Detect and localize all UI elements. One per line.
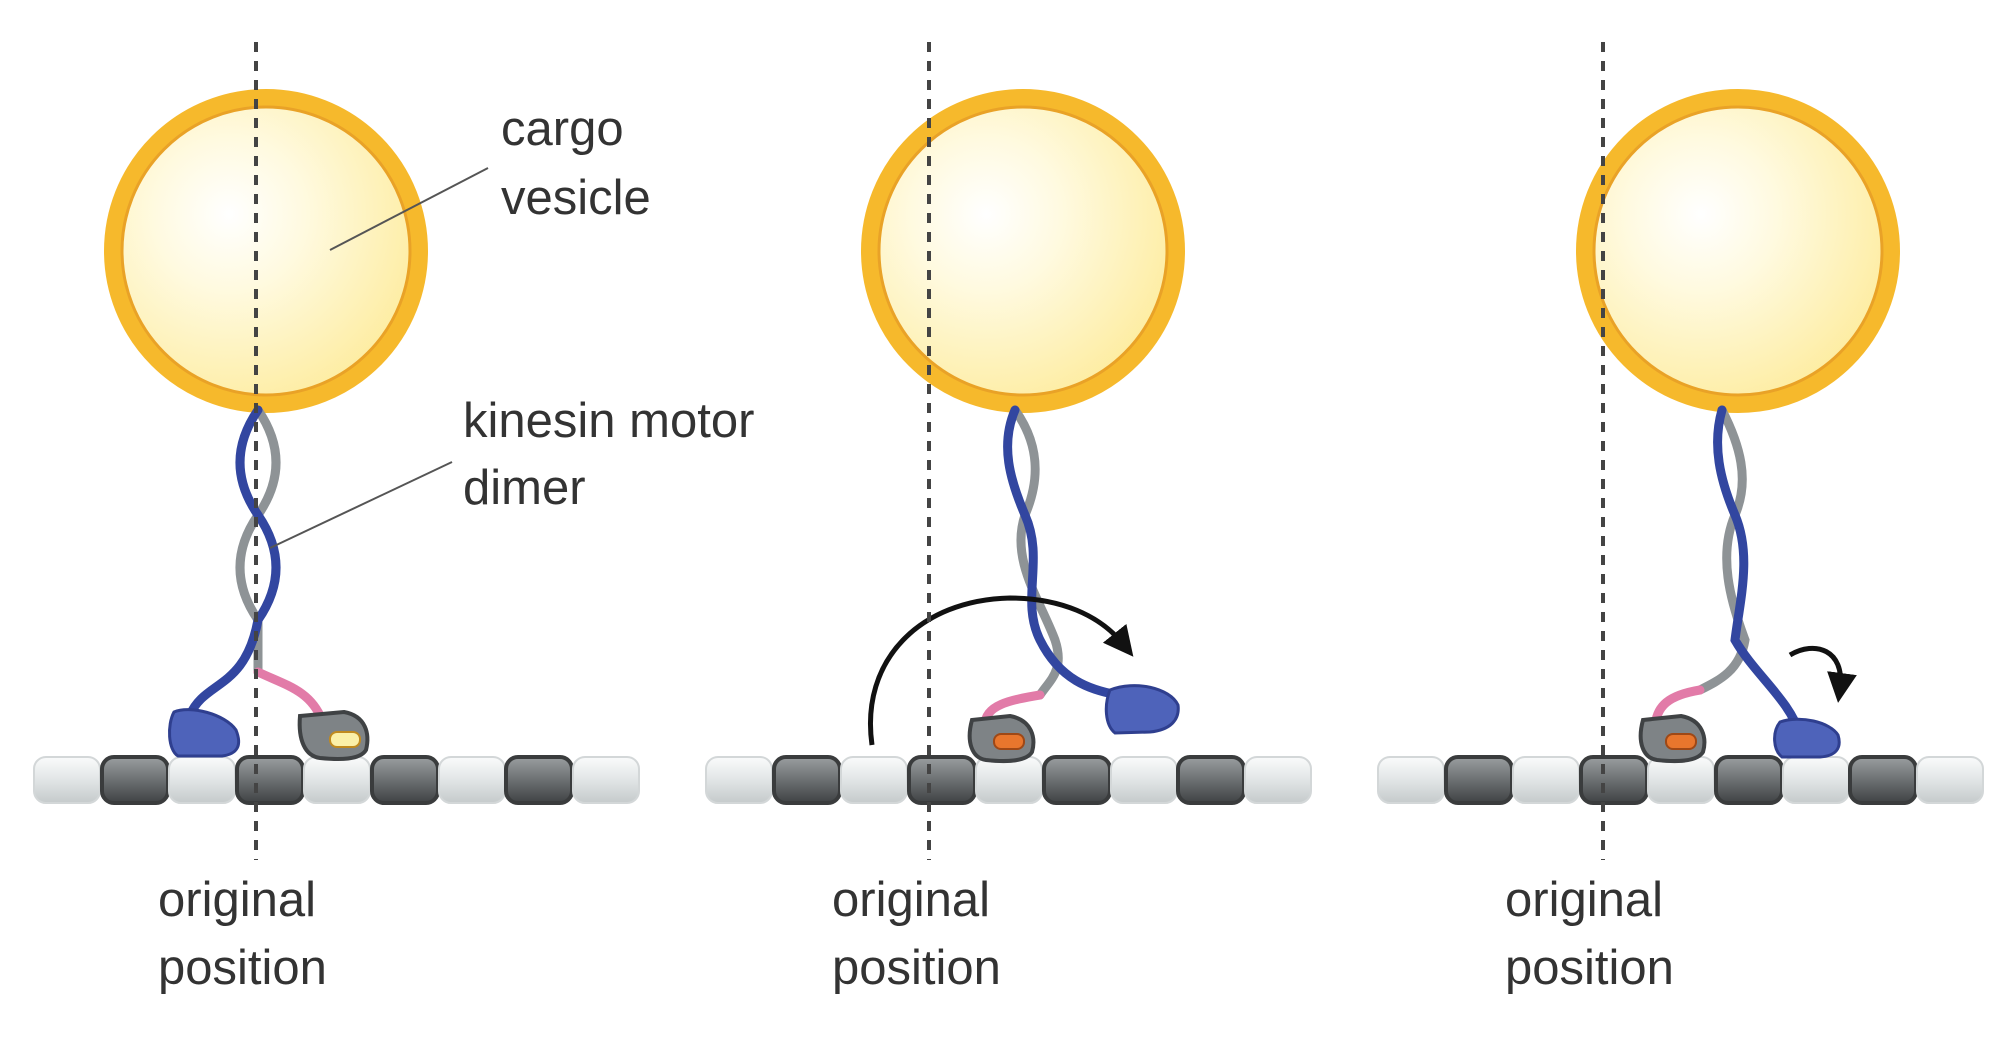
kinesin-dimer (168, 405, 370, 761)
landing-motor-head (1773, 717, 1841, 759)
rear-motor-head (168, 708, 241, 758)
panel-1-caption-line1: original (158, 873, 316, 927)
cargo-leader-line (329, 167, 489, 251)
blue-chain (185, 405, 281, 720)
nucleotide-orange (1665, 733, 1697, 750)
panel-1-caption-line2: position (158, 941, 327, 995)
small-down-curved-arrow (1788, 645, 1857, 703)
microtubule-track (1377, 755, 1984, 805)
cargo-vesicle (104, 89, 428, 413)
swinging-motor-head (1104, 684, 1180, 735)
kinesin-dimer (967, 405, 1180, 763)
kinesin-label-line2: dimer (463, 461, 586, 515)
panel-2: original position (705, 42, 1312, 995)
panel-2-caption-line1: original (832, 873, 990, 927)
panel-3: original position (1377, 42, 1984, 995)
kinesin-label-line1: kinesin motor (463, 394, 754, 448)
panel-2-caption-line2: position (832, 941, 1001, 995)
cargo-vesicle (861, 89, 1185, 413)
cargo-vesicle-label: cargo vesicle (329, 102, 651, 251)
blue-chain (1713, 405, 1805, 740)
large-forward-arc-arrow (868, 595, 1134, 746)
microtubule-track (33, 755, 640, 805)
nucleotide-pale (329, 731, 361, 748)
kinesin-label: kinesin motor dimer (269, 394, 754, 549)
pink-neck-linker (253, 667, 327, 725)
kinesin-dimer (1638, 405, 1841, 763)
gray-chain (1695, 405, 1750, 695)
cargo-label-line1: cargo (501, 102, 624, 156)
microtubule-track (705, 755, 1312, 805)
cargo-label-line2: vesicle (501, 171, 651, 225)
cargo-vesicle (1576, 89, 1900, 413)
panel-3-caption-line1: original (1505, 873, 1663, 927)
nucleotide-orange (993, 733, 1025, 750)
blue-chain (1003, 405, 1123, 700)
panel-1: cargo vesicle kinesin motor dimer origin… (33, 42, 754, 995)
panel-3-caption-line2: position (1505, 941, 1674, 995)
kinesin-leader-line (269, 461, 453, 549)
